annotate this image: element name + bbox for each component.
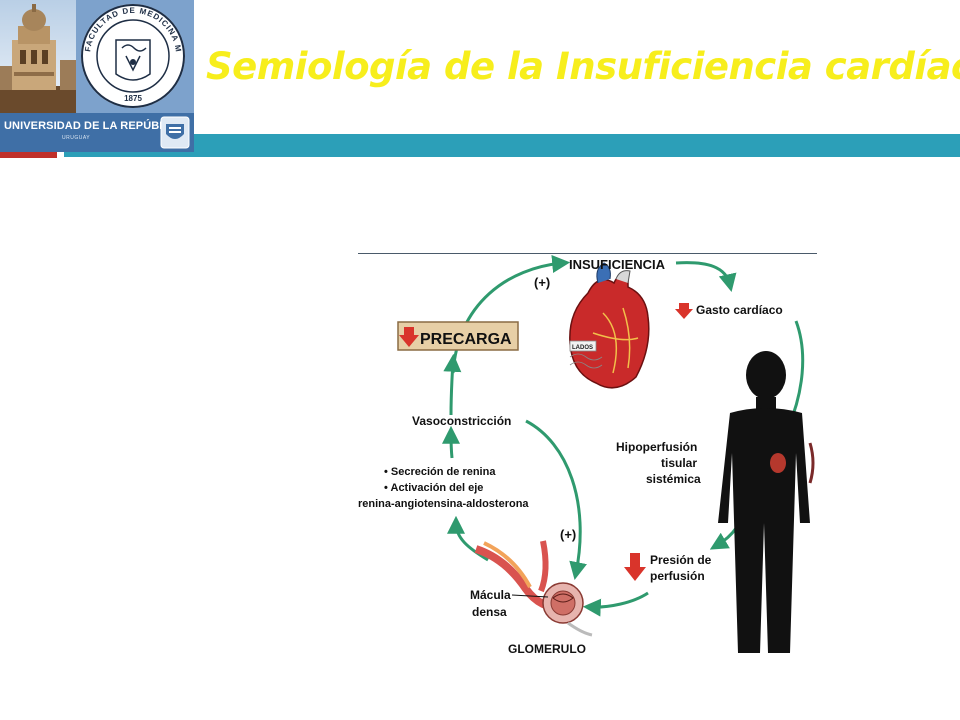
university-country: URUGUAY bbox=[62, 135, 91, 141]
down-arrow-icon bbox=[399, 327, 419, 347]
slide-header: FACULTAD DE MEDICINA MONTEVIDEO 1875 UNI… bbox=[0, 0, 960, 160]
heart-icon: LADOS bbox=[569, 262, 650, 389]
faculty-seal: FACULTAD DE MEDICINA MONTEVIDEO 1875 bbox=[72, 0, 194, 113]
building-tower-icon bbox=[0, 0, 76, 113]
red-accent-bar bbox=[0, 152, 57, 158]
university-name: UNIVERSIDAD DE LA REPÚBLICA bbox=[4, 120, 186, 132]
label-gasto-cardiaco: Gasto cardíaco bbox=[696, 303, 783, 317]
label-precarga: PRECARGA bbox=[420, 331, 512, 348]
human-body-icon bbox=[718, 351, 815, 653]
heart-failure-cycle-diagram: LADOS INSUFICIENCIA (+) Gasto cardíaco P… bbox=[358, 255, 815, 656]
glomerulus-icon bbox=[474, 540, 593, 637]
arrow-vasoconstriccion-to-precarga bbox=[443, 353, 462, 416]
logo-block: FACULTAD DE MEDICINA MONTEVIDEO 1875 UNI… bbox=[0, 0, 194, 152]
slide-title: Semiología de la Insuficiencia cardíaca bbox=[206, 45, 960, 88]
arrow-presion-to-glomerulo bbox=[582, 591, 649, 617]
label-activacion-eje: • Activación del eje bbox=[384, 482, 483, 494]
label-densa: densa bbox=[472, 605, 507, 619]
label-secrecion-renina: • Secreción de renina bbox=[384, 466, 496, 478]
label-presion-de: Presión de bbox=[650, 553, 712, 567]
arrow-vasoconstriccion-to-glomerulo bbox=[525, 419, 587, 581]
arrow-insuficiencia-to-gasto bbox=[675, 261, 737, 293]
label-plus-top: (+) bbox=[534, 275, 550, 290]
label-sistemica: sistémica bbox=[646, 472, 701, 486]
macula-pointer bbox=[511, 594, 549, 598]
down-arrow-icon bbox=[624, 553, 646, 581]
teal-accent-bar bbox=[64, 152, 194, 157]
arrow-renina-to-vasoconstriccion bbox=[442, 425, 461, 459]
label-insuficiencia: INSUFICIENCIA bbox=[569, 257, 666, 272]
university-shield-icon bbox=[160, 116, 190, 149]
label-macula: Mácula bbox=[470, 588, 511, 602]
seal-year: 1875 bbox=[124, 94, 142, 103]
heart-label: LADOS bbox=[572, 345, 593, 351]
label-tisular: tisular bbox=[661, 456, 697, 470]
down-arrow-icon bbox=[675, 303, 693, 319]
arrow-glomerulo-to-renina bbox=[447, 515, 489, 562]
figure-top-rule bbox=[358, 253, 817, 254]
label-perfusion: perfusión bbox=[650, 569, 705, 583]
header-band bbox=[194, 134, 960, 157]
label-glomerulo: GLOMERULO bbox=[508, 642, 586, 656]
label-vasoconstriccion: Vasoconstricción bbox=[412, 414, 511, 428]
label-renina-angiotensina: renina-angiotensina-aldosterona bbox=[358, 498, 529, 510]
label-plus-bottom: (+) bbox=[560, 527, 576, 542]
label-hipoperfusion: Hipoperfusión bbox=[616, 440, 697, 454]
